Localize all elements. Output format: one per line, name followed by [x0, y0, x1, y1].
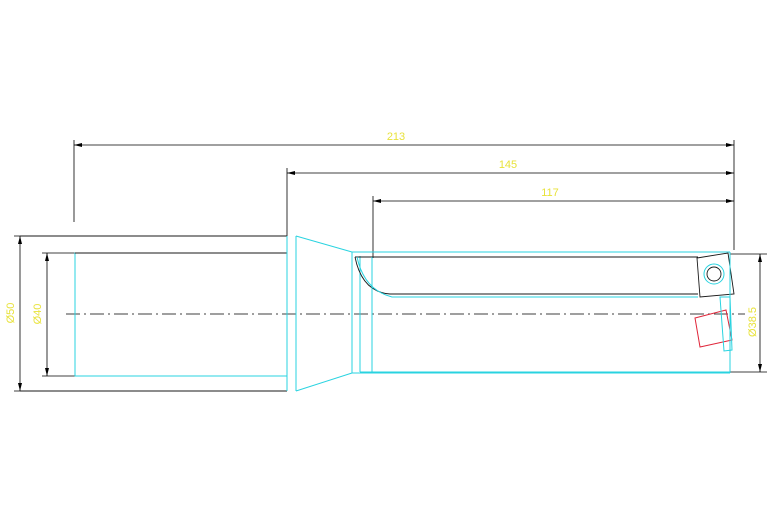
cutting-insert-lower	[694, 296, 733, 352]
shank	[20, 235, 297, 392]
dimension-d385-label: Ø38.5	[747, 307, 759, 337]
tool-neck-taper	[295, 235, 361, 392]
dimension-d50-label: Ø50	[5, 303, 17, 324]
cutting-insert-upper	[696, 252, 735, 298]
dimension-213-label: 213	[387, 131, 405, 143]
tool-flute-body	[352, 251, 730, 374]
dimension-bore-diameter: Ø40	[32, 252, 76, 377]
dimension-145-label: 145	[499, 159, 517, 171]
dimension-117-label: 117	[541, 187, 559, 199]
dimension-cutting-diameter: Ø38.5	[730, 253, 767, 373]
dimension-flute-length: 117	[372, 187, 734, 258]
dimension-body-length: 145	[286, 159, 734, 236]
dimension-overall-length: 213	[73, 131, 735, 250]
dimension-d40-label: Ø40	[32, 304, 44, 325]
